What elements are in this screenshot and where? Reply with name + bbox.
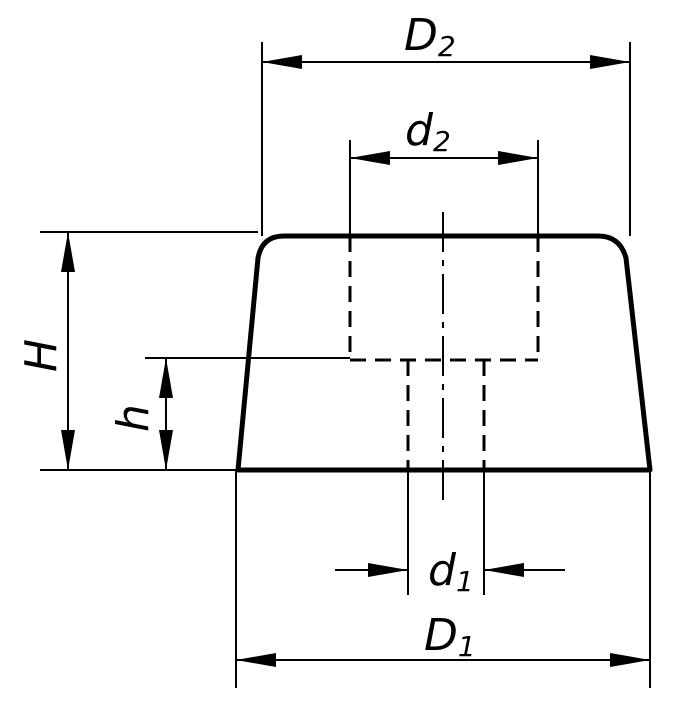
label-h: h (108, 404, 159, 432)
hidden-through-hole (406, 360, 486, 470)
label-D2: D2 (404, 10, 456, 63)
dimension-lines (61, 55, 650, 667)
extension-lines (40, 42, 651, 688)
label-d1: d1 (428, 545, 474, 598)
label-H: H (16, 339, 67, 372)
label-d2: d2 (405, 105, 451, 158)
hidden-counterbore (348, 236, 540, 362)
part-outline (235, 233, 653, 473)
label-D1: D1 (424, 610, 476, 663)
